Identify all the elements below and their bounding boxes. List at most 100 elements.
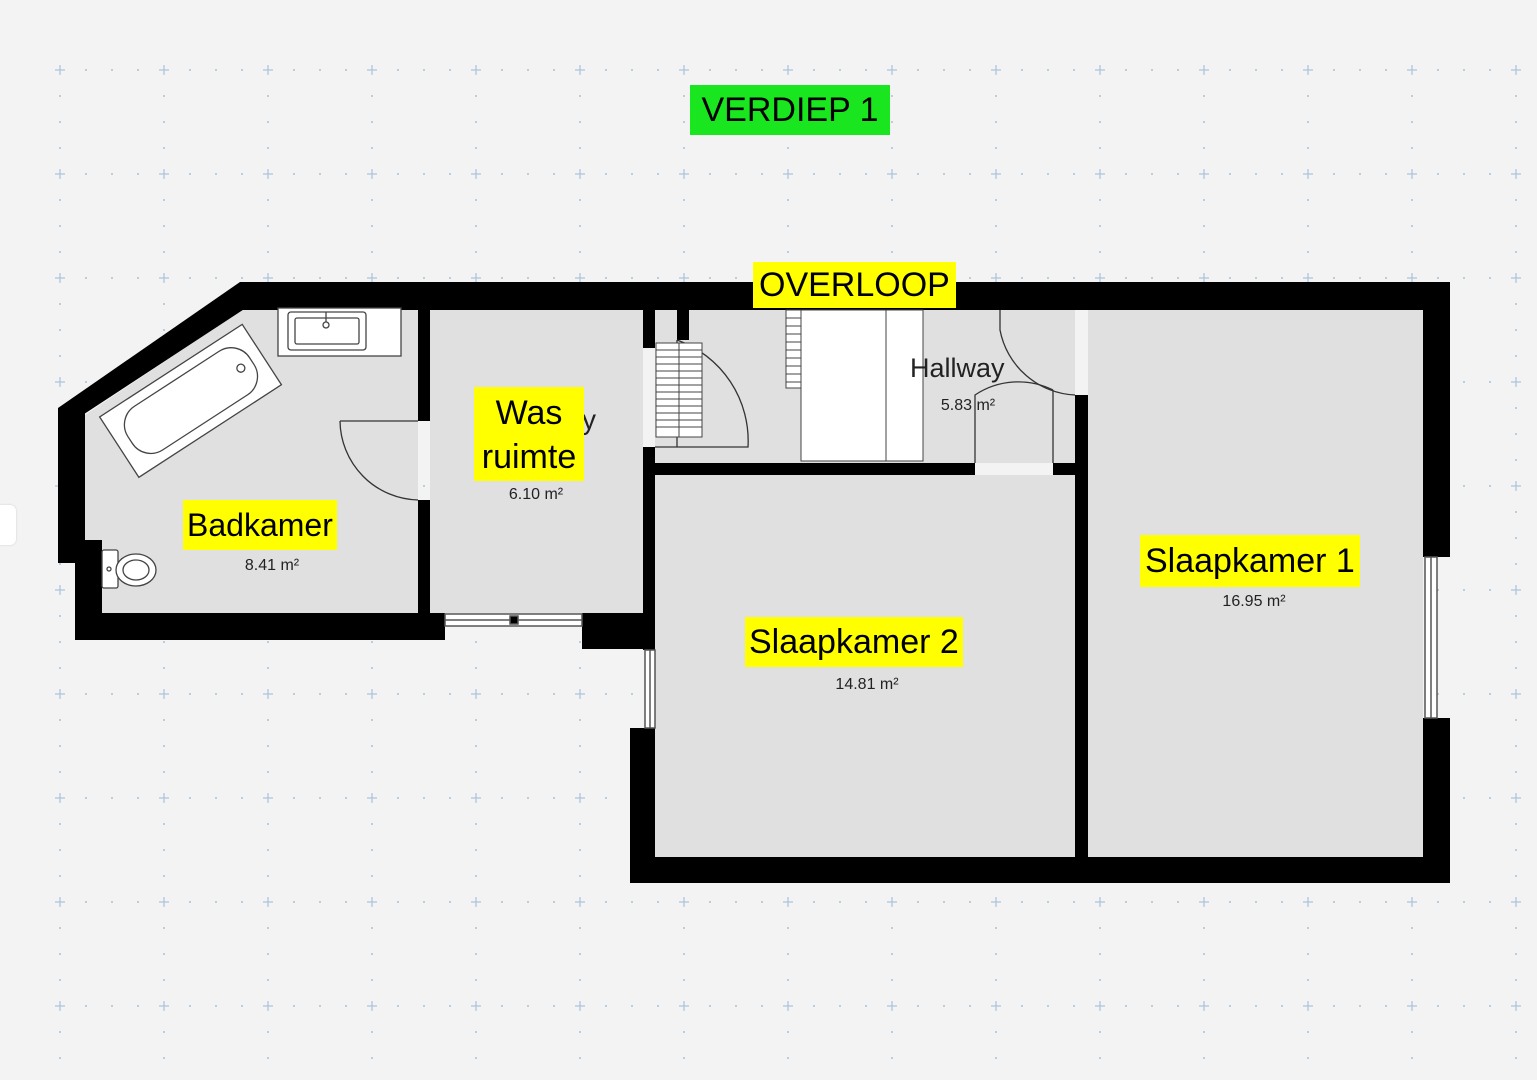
grid-dot	[1333, 901, 1335, 903]
grid-dot	[1099, 147, 1101, 149]
grid-marker	[159, 273, 169, 283]
grid-dot	[475, 1031, 477, 1033]
grid-dot	[1385, 173, 1387, 175]
grid-dot	[579, 1031, 581, 1033]
grid-dot	[891, 225, 893, 227]
grid-dot	[1359, 173, 1361, 175]
walls	[58, 282, 1450, 883]
grid-dot	[1099, 953, 1101, 955]
grid-dot	[1203, 251, 1205, 253]
grid-dot	[1515, 407, 1517, 409]
grid-dot	[501, 901, 503, 903]
grid-dot	[345, 1005, 347, 1007]
grid-marker	[783, 169, 793, 179]
grid-dot	[423, 69, 425, 71]
grid-dot	[891, 147, 893, 149]
laundry-label-line2: ruimte	[481, 438, 577, 476]
grid-dot	[1411, 1031, 1413, 1033]
grid-dot	[657, 173, 659, 175]
grid-marker	[679, 65, 689, 75]
grid-dot	[397, 173, 399, 175]
grid-dot	[423, 1005, 425, 1007]
grid-dot	[501, 69, 503, 71]
grid-dot	[1515, 563, 1517, 565]
grid-dot	[683, 251, 685, 253]
grid-dot	[891, 251, 893, 253]
grid-dot	[371, 719, 373, 721]
grid-marker	[1095, 1001, 1105, 1011]
grid-dot	[241, 901, 243, 903]
grid-dot	[1255, 277, 1257, 279]
grid-dot	[345, 797, 347, 799]
grid-marker	[1199, 1001, 1209, 1011]
grid-dot	[1255, 901, 1257, 903]
grid-dot	[1463, 277, 1465, 279]
grid-marker	[263, 793, 273, 803]
grid-marker	[1511, 65, 1521, 75]
grid-dot	[1515, 823, 1517, 825]
grid-dot	[995, 147, 997, 149]
grid-dot	[1489, 1005, 1491, 1007]
grid-dot	[59, 745, 61, 747]
grid-dot	[1099, 1031, 1101, 1033]
grid-dot	[1099, 199, 1101, 201]
grid-dot	[215, 901, 217, 903]
grid-dot	[1177, 69, 1179, 71]
grid-dot	[1281, 277, 1283, 279]
grid-dot	[215, 277, 217, 279]
grid-marker	[1407, 1001, 1417, 1011]
grid-dot	[1411, 927, 1413, 929]
grid-dot	[371, 823, 373, 825]
grid-dot	[59, 979, 61, 981]
grid-dot	[59, 303, 61, 305]
grid-dot	[59, 667, 61, 669]
grid-marker	[55, 585, 65, 595]
grid-dot	[163, 849, 165, 851]
grid-dot	[423, 797, 425, 799]
grid-dot	[631, 1005, 633, 1007]
grid-dot	[137, 797, 139, 799]
grid-dot	[59, 147, 61, 149]
grid-dot	[1125, 901, 1127, 903]
grid-dot	[1021, 277, 1023, 279]
grid-dot	[813, 1005, 815, 1007]
laundry-label-residual: y	[582, 404, 596, 435]
grid-dot	[579, 641, 581, 643]
grid-marker	[159, 689, 169, 699]
grid-dot	[85, 277, 87, 279]
grid-marker	[1303, 1001, 1313, 1011]
grid-dot	[1021, 173, 1023, 175]
bathtub	[98, 323, 283, 479]
grid-dot	[189, 693, 191, 695]
grid-dot	[1463, 589, 1465, 591]
grid-dot	[345, 173, 347, 175]
grid-dot	[1203, 147, 1205, 149]
grid-dot	[267, 147, 269, 149]
grid-dot	[1281, 901, 1283, 903]
grid-dot	[553, 1005, 555, 1007]
grid-marker	[1511, 377, 1521, 387]
grid-dot	[1203, 199, 1205, 201]
grid-dot	[1203, 225, 1205, 227]
grid-dot	[839, 173, 841, 175]
grid-dot	[1229, 69, 1231, 71]
grid-dot	[995, 1031, 997, 1033]
grid-marker	[783, 65, 793, 75]
grid-dot	[59, 1031, 61, 1033]
grid-dot	[423, 485, 425, 487]
grid-dot	[397, 797, 399, 799]
grid-dot	[1255, 1005, 1257, 1007]
grid-dot	[371, 875, 373, 877]
grid-dot	[475, 953, 477, 955]
grid-dot	[995, 953, 997, 955]
grid-dot	[1307, 1031, 1309, 1033]
grid-dot	[1515, 251, 1517, 253]
side-panel-handle[interactable]	[0, 505, 16, 545]
grid-dot	[59, 719, 61, 721]
grid-dot	[241, 693, 243, 695]
grid-dot	[215, 69, 217, 71]
grid-dot	[709, 69, 711, 71]
grid-dot	[605, 901, 607, 903]
grid-dot	[85, 901, 87, 903]
grid-dot	[1515, 225, 1517, 227]
